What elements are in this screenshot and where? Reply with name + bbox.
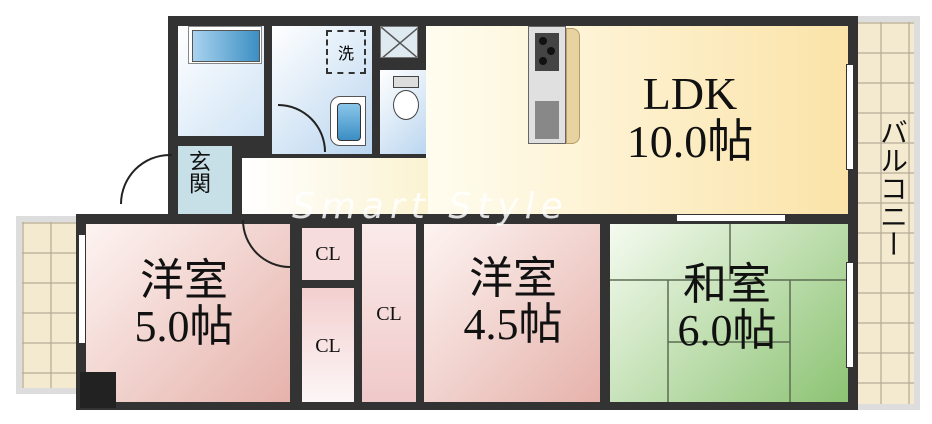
washer-spot: 洗 (326, 30, 366, 74)
closet-2 (302, 288, 354, 402)
stove-icon (535, 33, 559, 71)
entrance (178, 146, 232, 214)
sink-icon (330, 96, 366, 146)
balcony-left (16, 216, 82, 394)
western-room-2 (424, 224, 600, 402)
japanese-room (610, 224, 848, 402)
western-room-1-window (78, 234, 86, 344)
closet-1 (302, 228, 354, 280)
japanese-room-label: 和室 6.0帖 (677, 260, 777, 356)
washer-label: 洗 (337, 44, 354, 63)
tatami-lines (610, 224, 848, 402)
entrance-label: 玄関 (186, 150, 211, 194)
ldk-label: LDK 10.0帖 (626, 68, 754, 168)
toilet-icon (392, 76, 420, 120)
western-room-1-label: 洋室 5.0帖 (134, 256, 234, 352)
entrance-door[interactable] (120, 154, 172, 204)
pillar (80, 372, 116, 408)
ldk-window (846, 64, 854, 170)
hallway (242, 158, 428, 214)
pipe-shaft (380, 26, 418, 58)
ldk-room (426, 26, 848, 214)
watermark: Smart Style (292, 186, 569, 227)
bathtub-icon (188, 26, 262, 64)
closet-3 (362, 224, 416, 402)
closet-3-label: CL (376, 303, 402, 325)
japanese-room-window (846, 262, 854, 368)
closet-2-label: CL (315, 335, 341, 357)
balcony-label: バルコニー (876, 118, 907, 258)
closet-1-label: CL (315, 243, 341, 265)
balcony-right (852, 16, 920, 410)
western-room-2-label: 洋室 4.5帖 (463, 254, 563, 350)
kitchen-sink-icon (535, 101, 559, 139)
counter-bar (566, 28, 580, 144)
kitchen-counter (528, 26, 566, 144)
ldk-japanese-sliding-door[interactable] (676, 214, 786, 222)
